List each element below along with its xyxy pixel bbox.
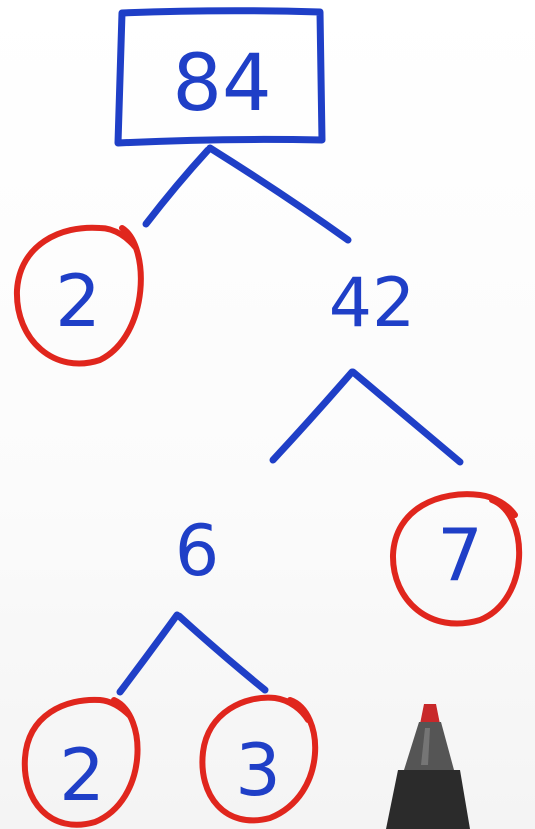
prime-node-3: 3 <box>199 694 319 824</box>
level3-right-value: 3 <box>235 728 281 812</box>
prime-circle <box>13 224 144 367</box>
prime-circle <box>389 491 522 627</box>
branch-42-left <box>269 368 356 464</box>
level2-right-value: 7 <box>437 513 483 597</box>
branch-6-right <box>175 612 269 694</box>
root-box <box>114 7 326 147</box>
composite-node-6: 6 <box>175 510 220 592</box>
branches-6 <box>116 611 269 696</box>
marker-body <box>386 770 470 829</box>
level3-left-value: 2 <box>59 733 105 817</box>
prime-node-7: 7 <box>389 491 522 627</box>
marker-tip <box>420 704 440 724</box>
prime-circle <box>21 696 141 828</box>
prime-circle <box>199 694 319 824</box>
branch-6-left <box>116 611 181 696</box>
root-node: 84 <box>114 7 326 147</box>
prime-node-2-level3: 2 <box>21 696 141 828</box>
composite-node-42: 42 <box>329 264 416 343</box>
branch-root-left <box>142 146 212 228</box>
level1-right-value: 42 <box>329 264 416 343</box>
marker-pen-icon <box>386 704 470 829</box>
marker-highlight <box>421 728 430 765</box>
prime-node-2-level1: 2 <box>13 224 144 367</box>
root-value: 84 <box>172 39 271 129</box>
branches-42 <box>269 368 464 466</box>
level2-left-value: 6 <box>175 510 220 592</box>
branch-root-right <box>206 144 352 244</box>
level1-left-value: 2 <box>55 259 101 343</box>
branch-42-right <box>349 368 464 466</box>
root-branches <box>142 144 352 244</box>
